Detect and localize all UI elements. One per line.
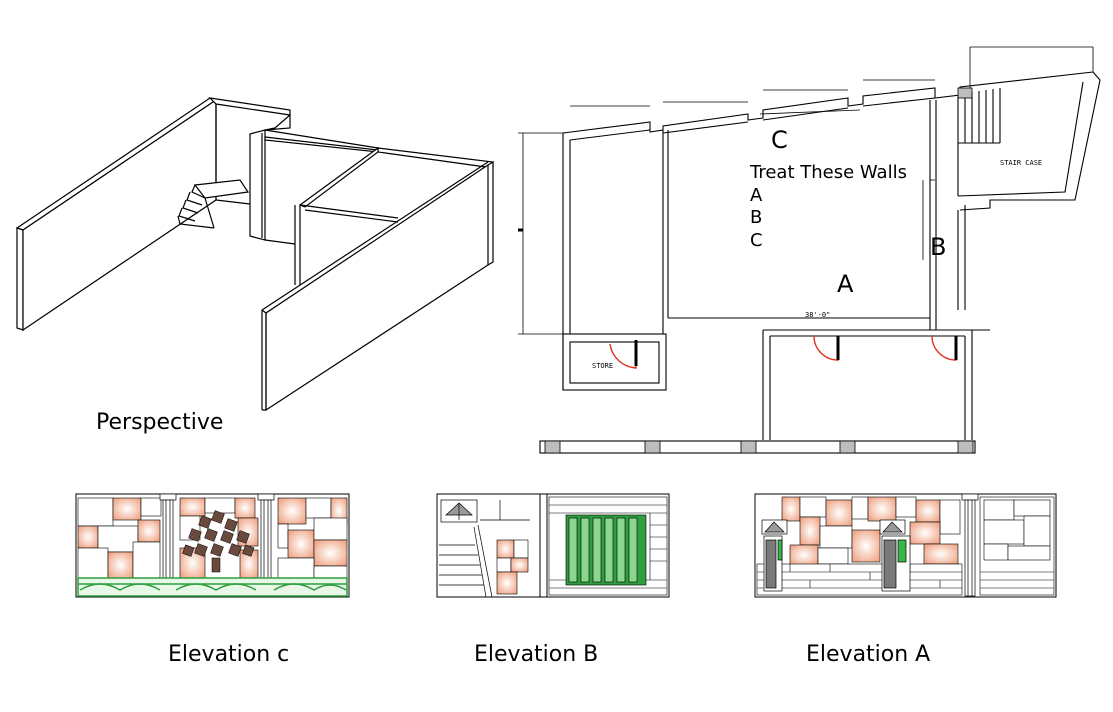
elevation-c-tree-motif <box>182 510 255 573</box>
elevation-a-tiles <box>781 496 961 566</box>
elevation-b <box>436 493 670 598</box>
door-jambs <box>634 336 958 366</box>
caption-elevation-a: Elevation A <box>806 642 931 667</box>
wall-label-a: A <box>837 270 854 298</box>
room-label-stair-case: STAIR CASE <box>1000 159 1043 167</box>
room-label-store: STORE <box>592 362 614 370</box>
perspective-drawing <box>15 97 494 412</box>
elevation-c-tiles <box>77 497 348 579</box>
treat-walls-item-a: A <box>750 185 763 206</box>
elevation-a-stone-base <box>756 563 963 596</box>
caption-elevation-b: Elevation B <box>474 642 599 667</box>
plan-pillars <box>544 87 974 454</box>
elevation-a <box>754 493 1057 598</box>
elevation-c <box>75 493 350 598</box>
elevation-a-window-right <box>879 519 911 592</box>
caption-perspective: Perspective <box>96 410 224 435</box>
treat-walls-item-c: C <box>750 230 763 251</box>
caption-elevation-c: Elevation c <box>168 642 290 667</box>
treat-walls-title: Treat These Walls <box>750 162 907 183</box>
elevation-c-railing <box>77 577 348 597</box>
floor-plan <box>518 46 1101 454</box>
treat-walls-item-b: B <box>750 207 763 228</box>
elevation-a-stone-wall <box>979 496 1055 596</box>
elevation-b-tiles <box>496 539 529 595</box>
elevation-b-green-panel <box>565 514 647 586</box>
stair-treads <box>958 88 1001 144</box>
elevation-b-ornament <box>440 499 478 523</box>
elevation-a-column <box>961 493 979 597</box>
elevation-b-stairs <box>439 500 530 598</box>
wall-label-b: B <box>930 233 947 261</box>
dimension-bottom: 38'-0" <box>805 311 831 319</box>
elevation-a-window-left <box>761 519 788 592</box>
plan-doors <box>609 335 957 369</box>
wall-label-c: C <box>771 126 788 154</box>
